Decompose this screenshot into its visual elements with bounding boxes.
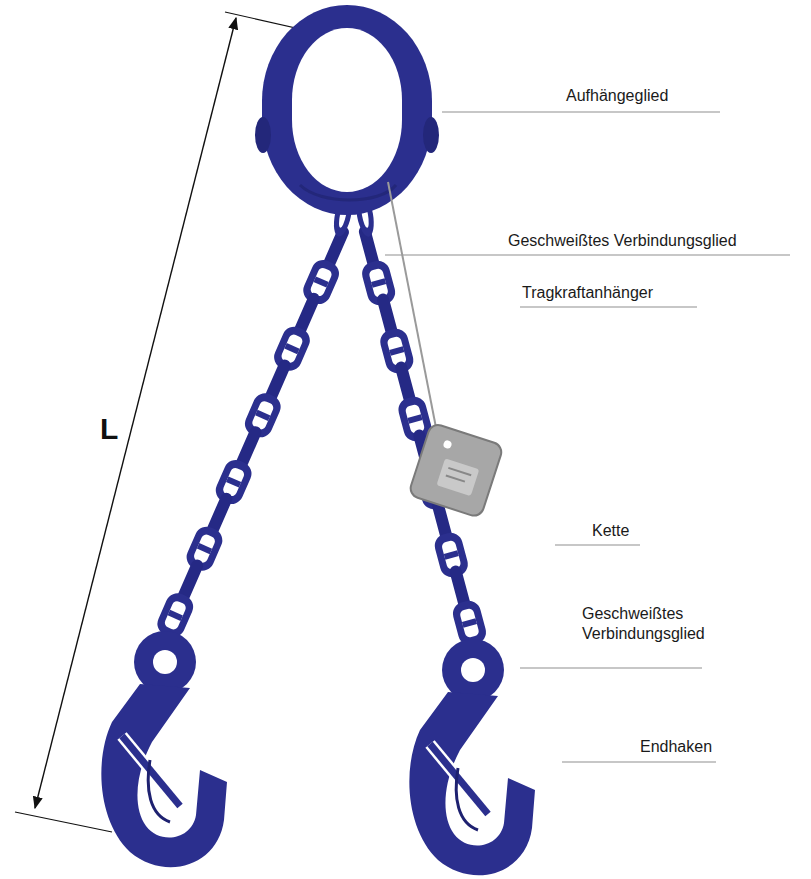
part-name: Aufhängeglied bbox=[566, 86, 668, 106]
part-name: Geschweißtes Verbindungsglied bbox=[508, 231, 737, 251]
dimension-label: L bbox=[100, 412, 118, 446]
part-name: Kette bbox=[592, 521, 629, 541]
part-name: Tragkraftanhänger bbox=[522, 283, 653, 303]
part-name: Endhaken bbox=[640, 737, 712, 757]
part-name: Geschweißtes Verbindungsglied bbox=[582, 604, 722, 644]
